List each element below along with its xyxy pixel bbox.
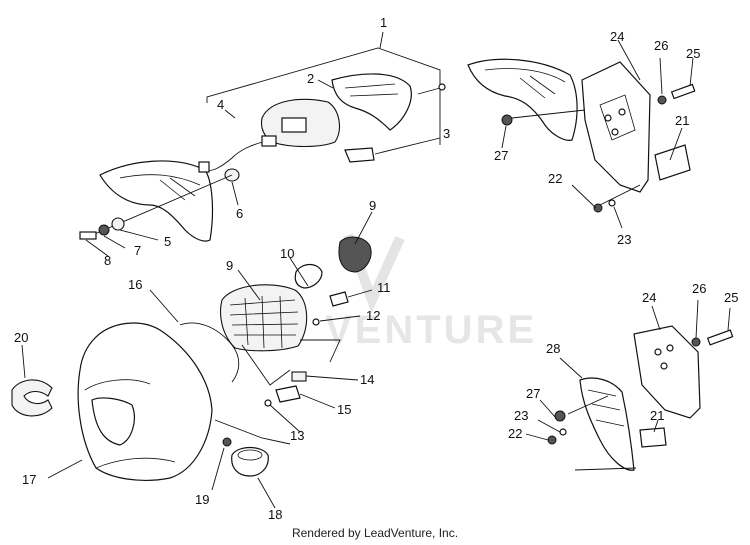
callout-24-lower: 24 (642, 290, 656, 305)
clamp (231, 446, 269, 477)
headlight-housing (219, 284, 308, 352)
callout-12: 12 (366, 308, 380, 323)
callout-13: 13 (290, 428, 304, 443)
callout-9-socket: 9 (369, 198, 376, 213)
callout-22-upper: 22 (548, 171, 562, 186)
spring (291, 371, 307, 382)
headlight-assembly (11, 211, 373, 509)
callout-15: 15 (337, 402, 351, 417)
callout-24-upper: 24 (610, 29, 624, 44)
callout-26-upper: 26 (654, 38, 668, 53)
callout-7: 7 (134, 243, 141, 258)
callout-4: 4 (217, 97, 224, 112)
license-bracket-upper (467, 39, 696, 229)
bolt (79, 231, 97, 240)
tail-lamp-lens (331, 73, 412, 131)
callout-10: 10 (280, 246, 294, 261)
rear-fender-left (99, 160, 214, 242)
callout-2: 2 (307, 71, 314, 86)
callout-9-housing: 9 (226, 258, 233, 273)
watermark-text: VENTURE (325, 308, 537, 352)
license-bracket-lower (525, 299, 734, 471)
rear-fender-right (467, 58, 578, 141)
headlight-socket (338, 236, 372, 273)
headlight-bulb (294, 263, 323, 289)
license-plate-bracket-lower (633, 325, 701, 419)
callout-21-lower: 21 (650, 408, 664, 423)
tail-lamp-wire (204, 139, 271, 171)
callout-23-lower: 23 (514, 408, 528, 423)
callout-11: 11 (377, 280, 391, 295)
tail-lamp-bulb (344, 147, 375, 163)
callout-27-lower: 27 (526, 386, 540, 401)
callouts: 1 2 3 4 5 6 7 8 9 9 10 11 12 13 14 15 16… (14, 15, 738, 522)
wire-clip (11, 379, 53, 417)
callout-22-lower: 22 (508, 426, 522, 441)
washer (98, 224, 110, 236)
callout-5: 5 (164, 234, 171, 249)
callout-16: 16 (128, 277, 142, 292)
callout-19: 19 (195, 492, 209, 507)
callout-25-upper: 25 (686, 46, 700, 61)
callout-28: 28 (546, 341, 560, 356)
spacer (111, 217, 125, 231)
headlight-gasket (179, 322, 240, 383)
callout-3: 3 (443, 126, 450, 141)
callout-21-upper: 21 (675, 113, 689, 128)
mount-bracket (654, 144, 691, 181)
watermark: VENTURE (325, 233, 537, 352)
callout-20: 20 (14, 330, 28, 345)
tail-fender (579, 377, 635, 471)
tail-light-assembly (79, 31, 446, 257)
callout-26-lower: 26 (692, 281, 706, 296)
footer-credit: Rendered by LeadVenture, Inc. (291, 526, 459, 540)
callout-23-upper: 23 (617, 232, 631, 247)
license-plate-bracket (581, 61, 651, 193)
callout-27-upper: 27 (494, 148, 508, 163)
callout-6: 6 (236, 206, 243, 221)
callout-1: 1 (380, 15, 387, 30)
callout-18: 18 (268, 507, 282, 522)
callout-17: 17 (22, 472, 36, 487)
callout-25-lower: 25 (724, 290, 738, 305)
callout-14: 14 (360, 372, 374, 387)
callout-8: 8 (104, 253, 111, 268)
